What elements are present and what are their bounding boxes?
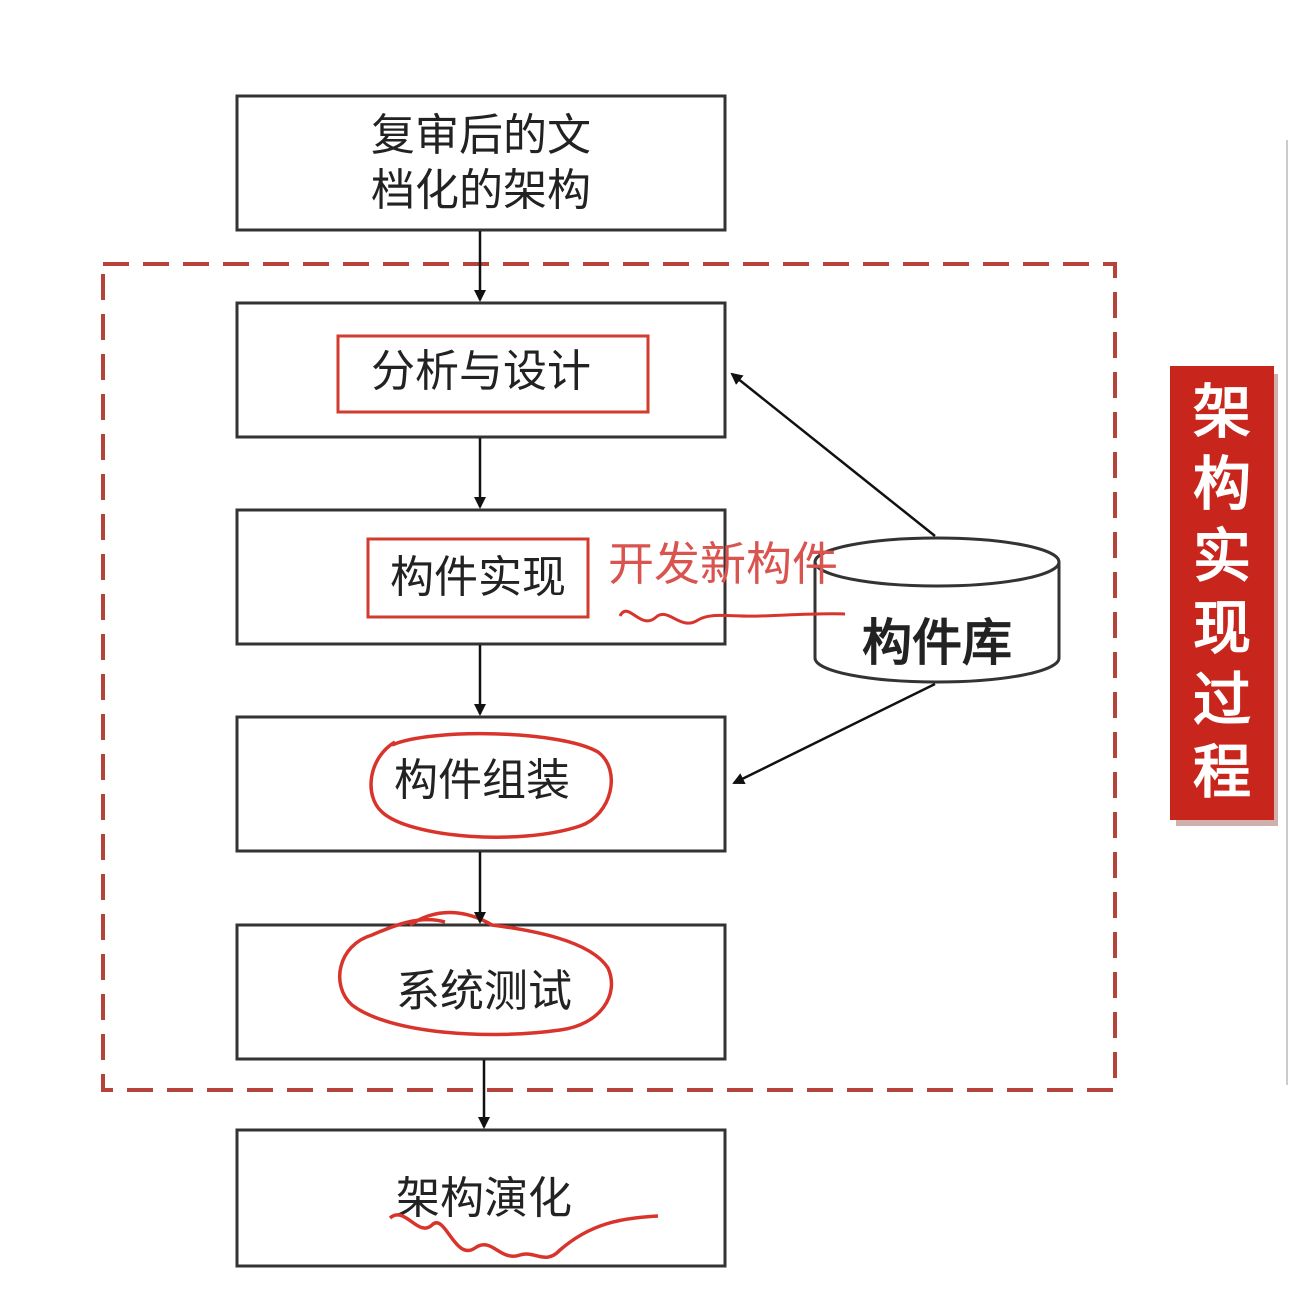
side-char-1: 架	[1193, 378, 1251, 446]
side-char-2: 构	[1193, 450, 1251, 518]
system-test-box: 系统测试	[235, 910, 727, 1061]
side-char-4: 现	[1193, 594, 1251, 662]
architecture-evolution-label: 架构演化	[396, 1173, 572, 1224]
side-char-6: 程	[1193, 738, 1251, 806]
annotation-squiggle	[618, 609, 846, 625]
evolution-handdrawn-underline	[388, 1213, 659, 1260]
component-assembly-label: 构件组装	[394, 755, 570, 806]
analysis-design-box: 分析与设计	[235, 301, 727, 439]
component-implementation-label: 构件实现	[390, 552, 566, 603]
test-handdrawn-circle	[337, 910, 614, 1037]
analysis-design-label: 分析与设计	[371, 346, 591, 397]
top-box-line-2: 档化的架构	[371, 165, 591, 216]
reviewed-architecture-box: 复审后的文 档化的架构	[235, 94, 727, 232]
side-char-3: 实	[1193, 522, 1251, 590]
architecture-evolution-box: 架构演化	[235, 1128, 727, 1268]
arrow-library-to-assembly	[732, 682, 936, 785]
component-assembly-box: 构件组装	[235, 715, 727, 853]
top-box-line-1: 复审后的文	[371, 110, 591, 161]
component-library-label: 构件库	[862, 614, 1012, 672]
side-process-label: 架 构 实 现 过 程	[1170, 366, 1278, 826]
system-test-label: 系统测试	[396, 966, 572, 1017]
analysis-highlight-rect	[336, 334, 650, 414]
implementation-highlight-rect	[366, 537, 590, 619]
assembly-handdrawn-circle	[369, 731, 614, 839]
side-char-5: 过	[1193, 666, 1251, 734]
component-implementation-box: 构件实现	[235, 508, 727, 646]
develop-new-component-note: 开发新构件	[608, 537, 838, 591]
component-library-cylinder: 构件库	[813, 536, 1061, 684]
arrow-library-to-analysis	[730, 372, 936, 537]
implementation-dashed-region	[101, 262, 1117, 1092]
